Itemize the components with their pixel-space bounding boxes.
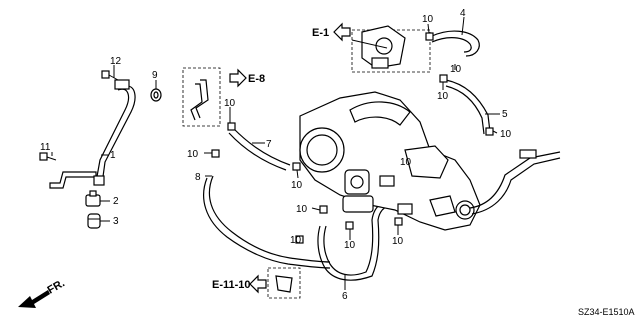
reference-e8-label: E-8 [248,73,265,85]
callout-labels: 12 9 1 11 2 3 4 5 7 8 6 10 10 10 10 10 1… [40,8,512,302]
valve-assembly-e1 [351,25,431,73]
hose-part-5 [445,79,491,135]
callout-10: 10 [344,240,356,251]
callout-3: 3 [113,216,119,227]
reference-e8: E-8 [229,68,265,88]
hose-part-8 [203,175,331,269]
callout-6: 6 [342,291,348,302]
callout-8: 8 [195,172,201,183]
hose-part-6 [317,199,399,281]
callout-12: 12 [110,56,122,67]
callout-9: 9 [152,70,158,81]
reference-e1110: E-11-10 [212,274,267,294]
diagram-code: SZ34-E1510A [578,307,635,317]
reference-e1-label: E-1 [312,27,329,39]
bolt-part-11 [39,152,57,161]
callout-10: 10 [437,91,449,102]
detail-box-e8 [182,67,221,127]
hose-part-7 [232,127,291,166]
hose-part-4 [431,30,480,57]
throttle-body-assembly [299,91,481,231]
callout-10: 10 [422,14,434,25]
callout-10: 10 [392,236,404,247]
reference-e8-arrow [229,68,247,88]
water-pipe-right [469,149,561,215]
bolt-part-12 [101,70,119,81]
reference-e1-arrow [333,22,351,42]
callout-10: 10 [290,235,302,246]
leader-lines [51,16,500,290]
callout-10: 10 [187,149,199,160]
washer-part-3 [87,213,101,229]
clamp-e11-detail [267,267,301,299]
front-direction-label: FR. [46,277,67,296]
reference-e1110-label: E-11-10 [212,279,251,291]
reference-e1110-arrow [249,274,267,294]
o-ring-part-9 [150,88,162,102]
callout-10: 10 [500,129,512,140]
callout-10: 10 [296,204,308,215]
callout-10: 10 [400,157,412,168]
callout-10: 10 [224,98,236,109]
callout-11: 11 [40,142,51,153]
callout-4: 4 [460,8,466,19]
callout-10: 10 [450,64,462,75]
sensor-part-2 [85,190,101,207]
front-direction-indicator: FR. [18,277,67,308]
front-arrow-icon [18,290,50,308]
reference-e1: E-1 [312,22,351,42]
callout-5: 5 [502,109,508,120]
hose-clamps [211,32,494,244]
callout-7: 7 [266,139,272,150]
callout-2: 2 [113,196,119,207]
callout-1: 1 [110,150,116,161]
callout-10: 10 [291,180,303,191]
water-pipe-part-1 [49,79,136,189]
